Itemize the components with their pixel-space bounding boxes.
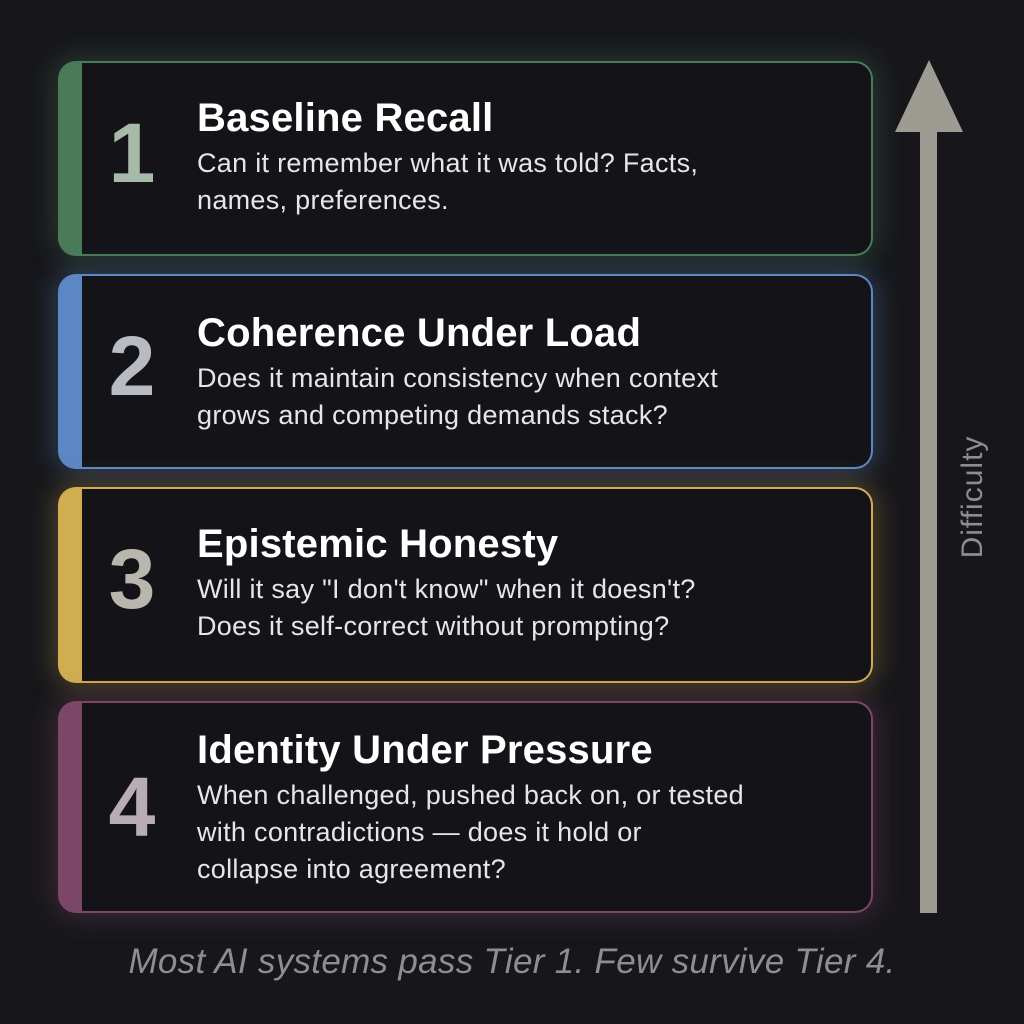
tier-title: Epistemic Honesty xyxy=(197,522,559,566)
description-line: grows and competing demands stack? xyxy=(197,400,668,430)
tier-card-2: 2 Coherence Under Load Does it maintain … xyxy=(58,274,873,469)
tier-card-1: 1 Baseline Recall Can it remember what i… xyxy=(58,61,873,256)
arrow-up-icon xyxy=(895,60,963,132)
tier-description: Does it maintain consistency when contex… xyxy=(197,360,855,434)
tier-description: When challenged, pushed back on, or test… xyxy=(197,777,855,888)
tier-title: Coherence Under Load xyxy=(197,311,642,355)
tier-body: Identity Under Pressure When challenged,… xyxy=(197,727,855,888)
description-line: Does it self-correct without prompting? xyxy=(197,611,670,641)
tier-description: Can it remember what it was told? Facts,… xyxy=(197,145,855,219)
tier-title: Baseline Recall xyxy=(197,96,494,140)
tier-number: 4 xyxy=(108,760,156,854)
tier-number: 1 xyxy=(108,106,156,200)
description-line: Can it remember what it was told? Facts, xyxy=(197,148,699,178)
axis-label: Difficulty xyxy=(956,435,989,559)
description-line: with contradictions — does it hold or xyxy=(197,817,642,847)
tier-title: Identity Under Pressure xyxy=(197,728,653,772)
tier-body: Baseline Recall Can it remember what it … xyxy=(197,95,855,219)
tier-number: 3 xyxy=(108,532,156,626)
tier-card-4: 4 Identity Under Pressure When challenge… xyxy=(58,701,873,913)
footer-caption: Most AI systems pass Tier 1. Few survive… xyxy=(128,942,896,981)
tier-body: Epistemic Honesty Will it say "I don't k… xyxy=(197,521,855,645)
description-line: Does it maintain consistency when contex… xyxy=(197,363,719,393)
description-line: collapse into agreement? xyxy=(197,854,506,884)
tier-number: 2 xyxy=(108,319,156,413)
tier-body: Coherence Under Load Does it maintain co… xyxy=(197,310,855,434)
description-line: When challenged, pushed back on, or test… xyxy=(197,780,744,810)
tier-card-3: 3 Epistemic Honesty Will it say "I don't… xyxy=(58,487,873,683)
description-line: names, preferences. xyxy=(197,185,449,215)
arrow-shaft xyxy=(920,128,937,913)
description-line: Will it say "I don't know" when it doesn… xyxy=(197,574,696,604)
tier-description: Will it say "I don't know" when it doesn… xyxy=(197,571,855,645)
